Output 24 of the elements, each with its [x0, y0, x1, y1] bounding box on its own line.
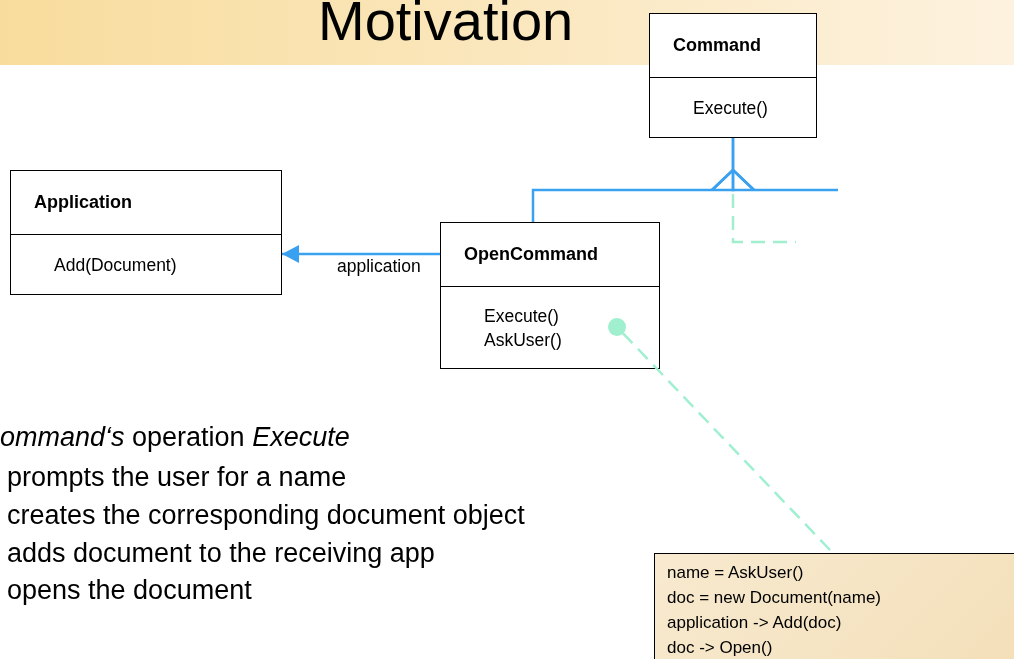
- method-name: Execute(): [693, 96, 768, 120]
- method-name: AskUser(): [484, 328, 562, 352]
- class-name: OpenCommand: [464, 244, 598, 265]
- bullet-text: opens the document: [7, 575, 252, 605]
- class-box: [440, 222, 660, 369]
- association-arrow: [282, 245, 440, 263]
- code-line: doc = new Document(name): [667, 587, 882, 609]
- method-name: Execute(): [484, 304, 559, 328]
- inheritance-arrow: [710, 138, 838, 192]
- note-box: [654, 553, 1014, 659]
- class-name: Application: [34, 192, 132, 213]
- bullet-text: prompts the user for a name: [7, 462, 347, 492]
- class-box: [649, 13, 817, 138]
- class-box: [10, 170, 282, 295]
- bullet-text: adds document to the receiving app: [7, 538, 435, 568]
- bullet-text: ommand‘s operation Execute: [0, 422, 350, 452]
- method-name: Add(Document): [54, 253, 177, 277]
- code-line: application -> Add(doc): [667, 612, 842, 634]
- edge-label: application: [337, 256, 421, 277]
- note-connector: [608, 318, 831, 551]
- bullet-text: creates the corresponding document object: [7, 500, 525, 530]
- class-name: Command: [673, 35, 761, 56]
- code-line: doc -> Open(): [667, 637, 773, 659]
- code-line: name = AskUser(): [667, 562, 804, 584]
